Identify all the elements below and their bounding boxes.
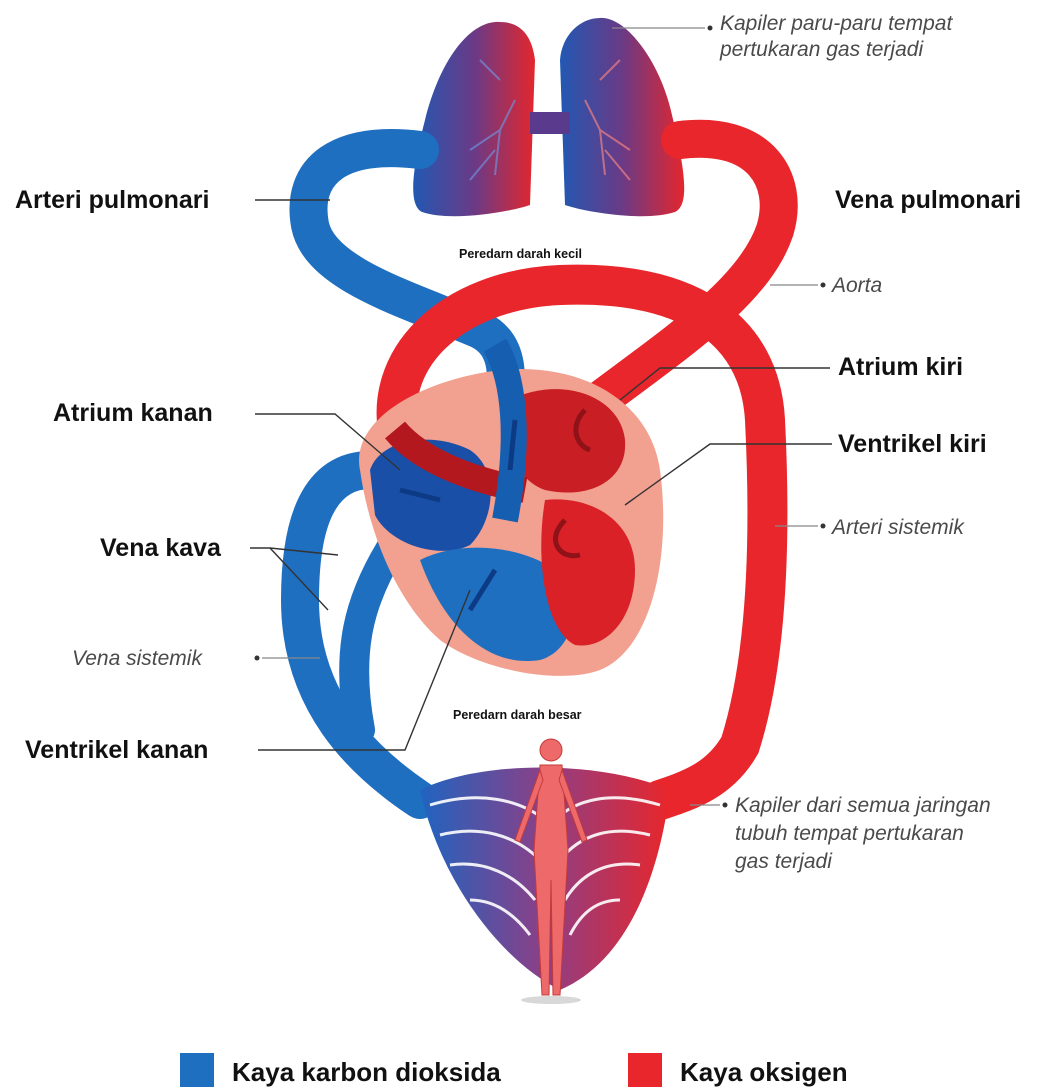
- label-atrium-kiri: Atrium kiri: [838, 353, 963, 381]
- label-vena-sistemik: Vena sistemik: [72, 647, 203, 670]
- left-lung: [413, 22, 535, 216]
- label-kapiler-paru-1: Kapiler paru-paru tempat: [720, 12, 953, 35]
- label-kapiler-jaringan-1: Kapiler dari semua jaringan: [735, 794, 991, 817]
- trachea: [530, 112, 570, 134]
- label-kapiler-paru-2: pertukaran gas terjadi: [719, 38, 924, 61]
- figure-shadow: [521, 996, 581, 1004]
- label-arteri-sistemik: Arteri sistemik: [830, 516, 965, 539]
- vena-kava-inner: [354, 550, 390, 730]
- label-peredaran-besar: Peredarn darah besar: [453, 708, 582, 722]
- label-arteri-pulmonari: Arteri pulmonari: [15, 186, 209, 214]
- label-vena-kava: Vena kava: [100, 534, 222, 562]
- legend-label-o2: Kaya oksigen: [680, 1057, 848, 1087]
- label-peredaran-kecil: Peredarn darah kecil: [459, 247, 582, 261]
- right-lung: [560, 18, 684, 216]
- legend-swatch-co2: [180, 1053, 214, 1087]
- legend-swatch-o2: [628, 1053, 662, 1087]
- label-ventrikel-kanan: Ventrikel kanan: [25, 736, 208, 764]
- label-ventrikel-kiri: Ventrikel kiri: [838, 430, 987, 458]
- label-atrium-kanan: Atrium kanan: [53, 399, 213, 427]
- label-kapiler-jaringan-2: tubuh tempat pertukaran: [735, 822, 964, 845]
- lungs: [413, 18, 684, 216]
- label-aorta: Aorta: [830, 274, 882, 297]
- legend: Kaya karbon dioksida Kaya oksigen: [180, 1053, 848, 1087]
- label-kapiler-jaringan-3: gas terjadi: [735, 850, 833, 873]
- tissue-capillaries: [420, 739, 670, 1004]
- label-vena-pulmonari: Vena pulmonari: [835, 186, 1021, 214]
- legend-label-co2: Kaya karbon dioksida: [232, 1057, 501, 1087]
